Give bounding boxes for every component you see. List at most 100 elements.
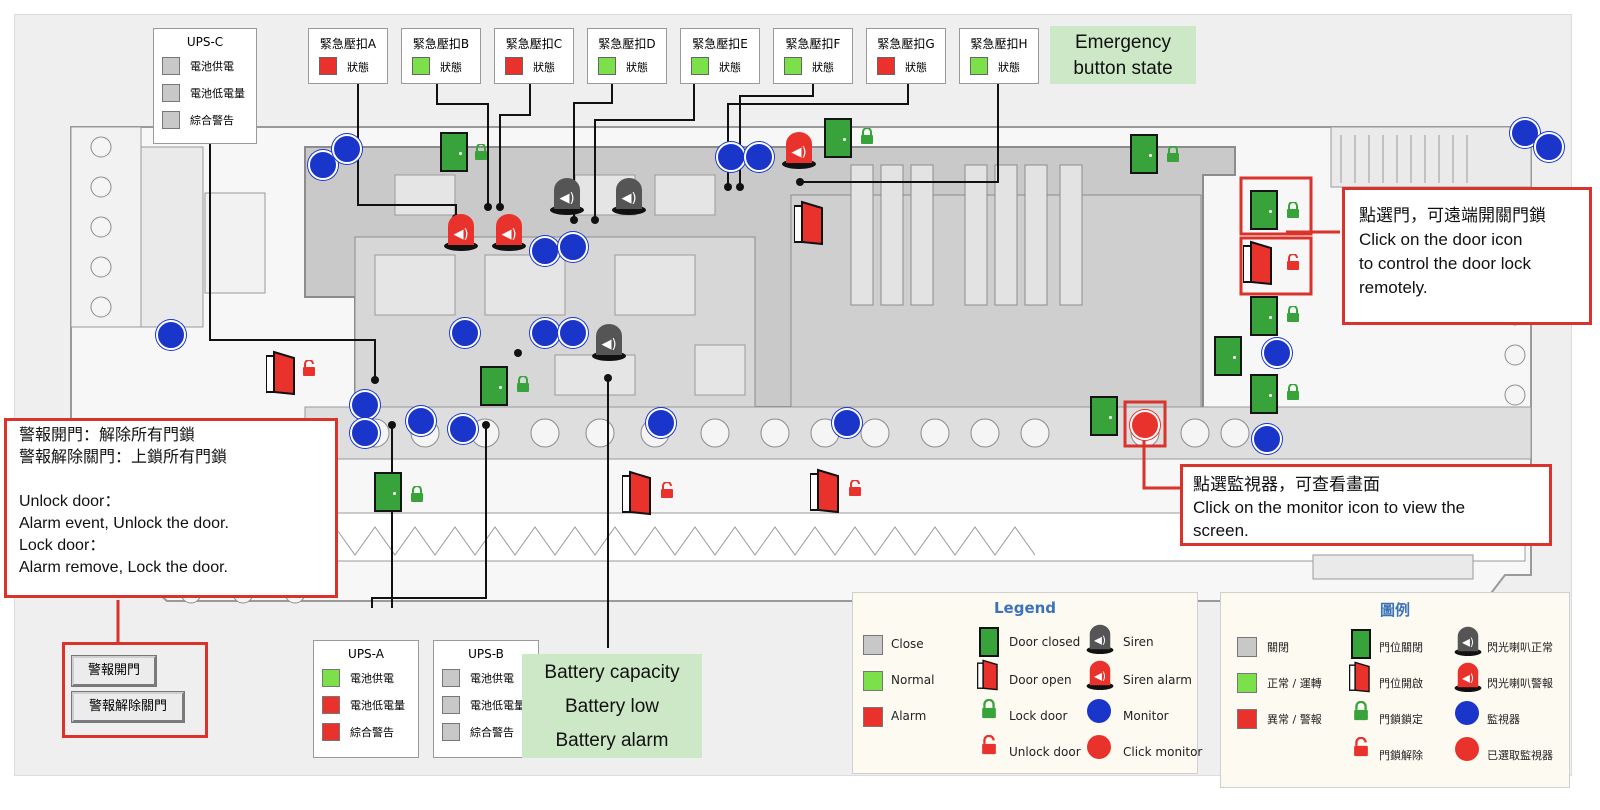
emergency-button-title: 緊急壓扣E: [692, 37, 748, 51]
lock-closed-icon: [1287, 202, 1299, 218]
siren-icon: ◀): [612, 178, 646, 215]
emergency-button-state-label: Emergency button state: [1050, 26, 1196, 84]
emergency-button-title: 緊急壓扣G: [877, 37, 935, 51]
emergency-button-f: 緊急壓扣F 狀態: [773, 28, 853, 84]
ups-row-label: 綜合警告: [190, 114, 234, 127]
alarm-swatch: [1237, 709, 1257, 729]
door-closed-icon[interactable]: [1214, 336, 1242, 376]
status-label: 狀態: [347, 61, 369, 74]
door-closed-icon[interactable]: [440, 132, 468, 172]
lock-open-icon: [1354, 737, 1368, 757]
monitor-camera-icon[interactable]: [1262, 338, 1292, 368]
siren-icon: ◀): [1454, 626, 1482, 656]
monitor-camera-icon[interactable]: [530, 236, 560, 266]
status-indicator: [322, 669, 340, 687]
emergency-button-d: 緊急壓扣D 狀態: [587, 28, 667, 84]
legend-text: 門位關閉: [1379, 641, 1423, 654]
monitor-camera-icon[interactable]: [1510, 118, 1540, 148]
door-open-icon[interactable]: [622, 470, 652, 516]
status-label: 狀態: [905, 61, 927, 74]
monitor-selected-icon[interactable]: [1130, 410, 1160, 440]
ups-title: UPS-B: [468, 647, 504, 661]
monitor-camera-icon[interactable]: [716, 142, 746, 172]
status-indicator: [322, 696, 340, 714]
note-line: remotely.: [1359, 278, 1428, 297]
note-line: 警報開門：解除所有門鎖: [19, 427, 196, 444]
door-closed-icon[interactable]: [480, 366, 508, 406]
door-open-icon: [977, 659, 998, 691]
monitor-camera-icon[interactable]: [350, 418, 380, 448]
door-closed-icon[interactable]: [1130, 134, 1158, 174]
emergency-button-b: 緊急壓扣B 狀態: [401, 28, 481, 84]
siren-icon: ◀): [1086, 624, 1114, 654]
ups-row: 綜合警告: [154, 107, 256, 134]
monitor-camera-icon[interactable]: [406, 406, 436, 436]
note-line: to control the door lock: [1359, 254, 1531, 273]
door-closed-icon[interactable]: [1250, 374, 1278, 414]
monitor-selected-icon: [1455, 737, 1479, 761]
legend-text: Close: [891, 637, 924, 651]
normal-swatch: [1237, 673, 1257, 693]
monitor-camera-icon[interactable]: [558, 318, 588, 348]
legend-title: Legend: [993, 599, 1057, 617]
status-indicator: [505, 57, 523, 75]
door-open-icon[interactable]: [810, 468, 840, 514]
monitor-camera-icon[interactable]: [558, 232, 588, 262]
ups-row-label: 電池供電: [350, 672, 394, 685]
door-open-icon[interactable]: [266, 350, 296, 396]
monitor-icon: [1087, 699, 1111, 723]
ups-row: 電池供電: [314, 665, 418, 692]
door-closed-icon[interactable]: [1250, 296, 1278, 336]
door-closed-icon[interactable]: [1250, 190, 1278, 230]
monitor-camera-icon[interactable]: [156, 320, 186, 350]
status-indicator: [598, 57, 616, 75]
siren-alarm-icon: ◀): [444, 214, 478, 251]
lock-closed-icon: [1354, 701, 1368, 721]
legend-text: 正常 / 運轉: [1267, 677, 1322, 690]
door-closed-icon[interactable]: [1090, 396, 1118, 436]
battery-state-label: Battery capacity Battery low Battery ala…: [522, 654, 702, 758]
monitor-camera-icon[interactable]: [332, 134, 362, 164]
legend-text: 閃光喇叭警報: [1487, 677, 1553, 690]
legend-text: 監視器: [1487, 713, 1520, 726]
door-control-note: 點選門，可遠端開關門鎖 Click on the door icon to co…: [1342, 187, 1592, 325]
door-closed-icon[interactable]: [374, 472, 402, 512]
monitor-camera-icon[interactable]: [646, 408, 676, 438]
lock-open-icon: [661, 482, 673, 498]
monitor-camera-icon[interactable]: [530, 318, 560, 348]
status-label: 狀態: [440, 61, 462, 74]
status-indicator: [412, 57, 430, 75]
monitor-camera-icon[interactable]: [1252, 424, 1282, 454]
door-open-icon[interactable]: [794, 200, 824, 246]
monitor-camera-icon[interactable]: [1534, 132, 1564, 162]
legend-text: Lock door: [1009, 709, 1068, 723]
monitor-camera-icon[interactable]: [832, 408, 862, 438]
alarm-close-button[interactable]: 警報解除關門: [72, 692, 184, 722]
door-open-icon: [1349, 661, 1370, 693]
legend-text: 已選取監視器: [1487, 749, 1553, 762]
note-line: Alarm remove, Lock the door.: [19, 559, 228, 576]
alarm-open-button[interactable]: 警報開門: [72, 656, 156, 686]
status-indicator: [691, 57, 709, 75]
door-closed-icon: [1351, 629, 1371, 659]
note-line: Alarm event, Unlock the door.: [19, 515, 229, 532]
door-open-icon[interactable]: [1243, 240, 1273, 286]
legend-text: 閃光喇叭正常: [1487, 641, 1553, 654]
lock-closed-icon: [411, 486, 423, 502]
monitor-camera-icon[interactable]: [744, 142, 774, 172]
door-closed-icon[interactable]: [824, 118, 852, 158]
lock-closed-icon: [861, 128, 873, 144]
ups-row-label: 電池供電: [190, 60, 234, 73]
note-line: 點選門，可遠端開關門鎖: [1359, 206, 1546, 225]
monitor-camera-icon[interactable]: [450, 318, 480, 348]
monitor-camera-icon[interactable]: [448, 414, 478, 444]
alarm-buttons-frame: [62, 642, 208, 738]
monitor-camera-icon[interactable]: [350, 390, 380, 420]
lock-open-icon: [1287, 254, 1299, 270]
emergency-button-title: 緊急壓扣F: [785, 37, 841, 51]
status-indicator: [442, 669, 460, 687]
emergency-button-e: 緊急壓扣E 狀態: [680, 28, 760, 84]
lock-closed-icon: [982, 699, 996, 719]
ups-row: 綜合警告: [314, 719, 418, 746]
ups-row: 綜合警告: [434, 719, 538, 746]
